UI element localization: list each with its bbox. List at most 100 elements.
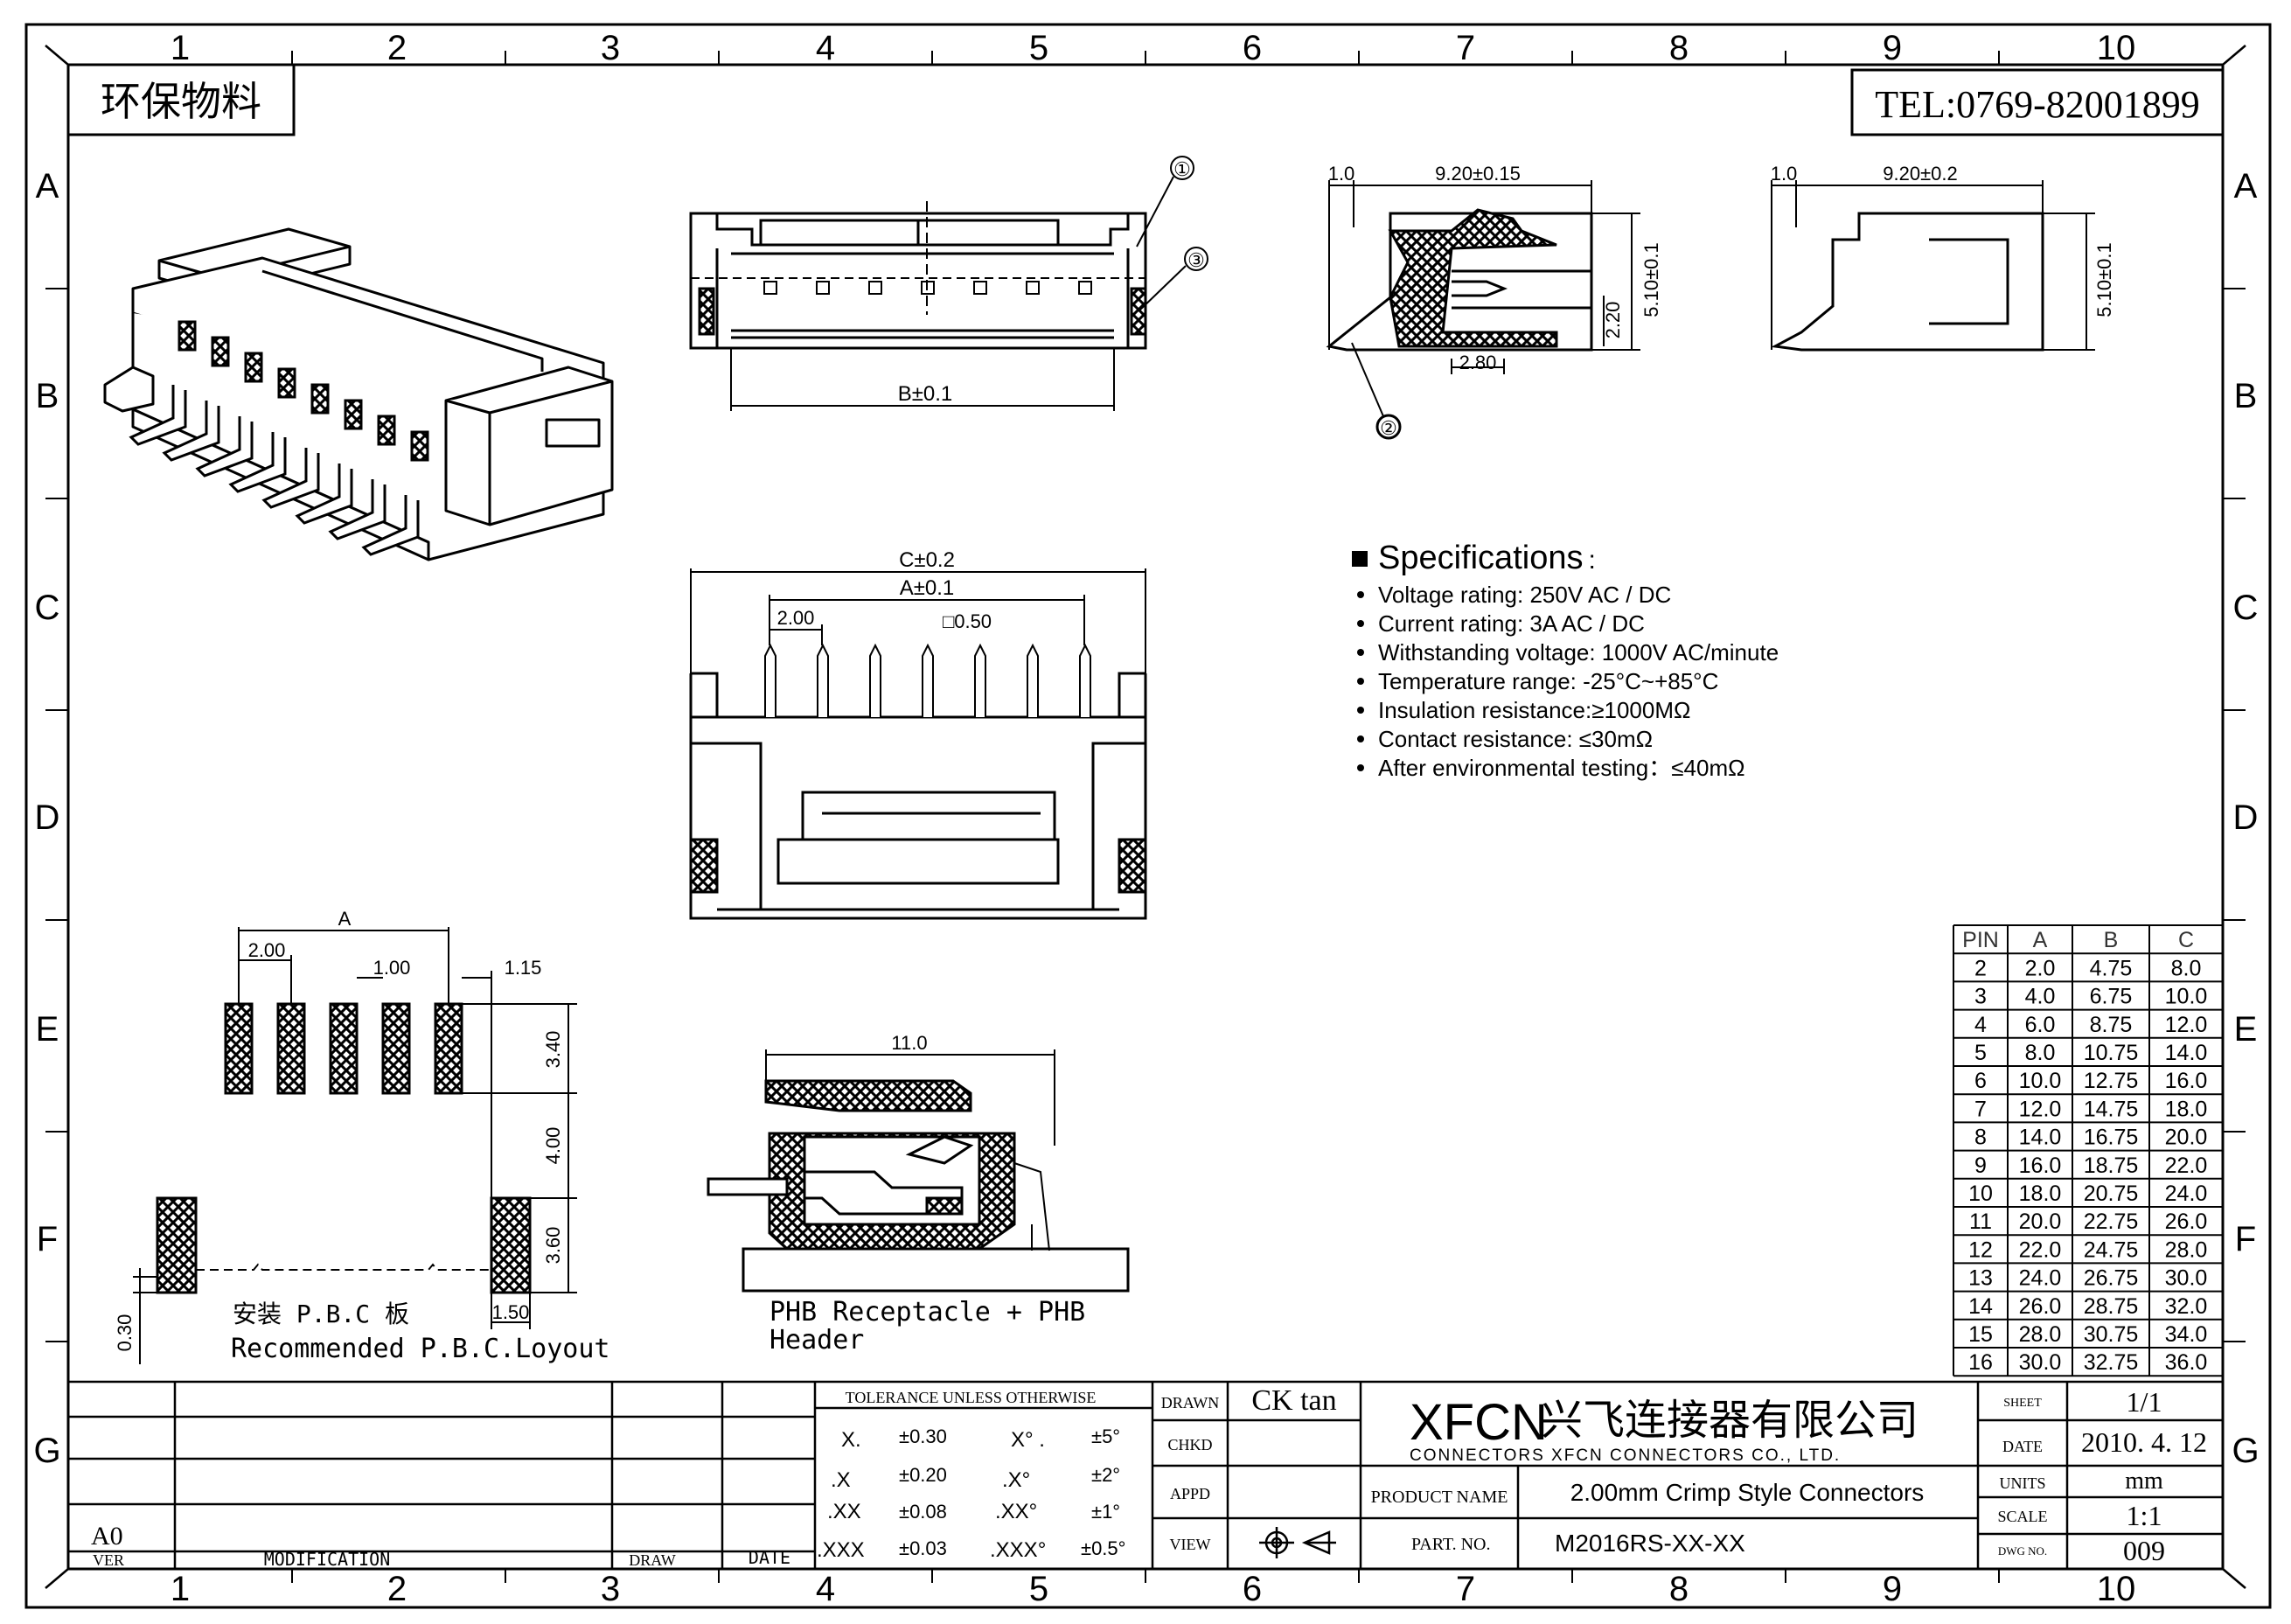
- row-ticks: [45, 288, 2246, 1342]
- col-label: 2: [387, 29, 407, 67]
- pin-table-cell: 12.0: [2165, 1013, 2208, 1037]
- dim-side2-h: 5.10±0.1: [2093, 242, 2115, 317]
- pin-table-cell: 34.0: [2165, 1322, 2208, 1347]
- pin-table-cell: 18.75: [2084, 1154, 2139, 1178]
- pin-table-cell: 6.75: [2090, 985, 2133, 1009]
- spec-item: Temperature range: -25°C~+85°C: [1378, 668, 1718, 694]
- dim-side1-w: 9.20±0.15: [1435, 163, 1521, 185]
- row-label: D: [2233, 798, 2259, 837]
- pin-table-cell: 22.0: [2019, 1237, 2062, 1262]
- col-label: 5: [1029, 29, 1048, 67]
- date-label: DATE: [2002, 1438, 2043, 1455]
- spec-item: Withstanding voltage: 1000V AC/minute: [1378, 639, 1779, 666]
- tol-cell: .XXX°: [990, 1538, 1046, 1562]
- dim-section-w: 11.0: [891, 1032, 927, 1054]
- col-label: 5: [1029, 1570, 1048, 1608]
- spec-list: Voltage rating: 250V AC / DC Current rat…: [1357, 582, 1779, 781]
- pin-table-cell: 2.0: [2025, 956, 2056, 980]
- dim-front-b: B±0.1: [898, 382, 953, 406]
- side-view-section: [1326, 180, 1640, 440]
- col-label: 9: [1883, 1570, 1902, 1608]
- pin-table-cell: 14.75: [2084, 1097, 2139, 1121]
- eco-stamp: 环保物料: [101, 80, 261, 124]
- pin-table-cell: 26.0: [2165, 1209, 2208, 1234]
- pin-table-cell: 12: [1968, 1237, 1993, 1262]
- tol-cell: .XX: [827, 1500, 861, 1523]
- row-label: B: [36, 377, 59, 415]
- tol-cell: ±0.03: [899, 1537, 947, 1559]
- col-label: 10: [2097, 29, 2136, 67]
- pin-table-cell: 12.0: [2019, 1097, 2062, 1121]
- col-label: 9: [1883, 29, 1902, 67]
- pin-table-cell: 28.75: [2084, 1294, 2139, 1319]
- pin-table-cell: 8.0: [2171, 956, 2202, 980]
- pin-table-cell: 10: [1968, 1181, 1993, 1206]
- section-label-2: Header: [769, 1325, 864, 1356]
- tol-cell: .XXX: [817, 1538, 865, 1562]
- callout-group: [1136, 156, 1208, 312]
- pin-table-cell: 30.0: [2165, 1266, 2208, 1291]
- col-label: 7: [1456, 1570, 1475, 1608]
- col-label: 10: [2097, 1570, 2136, 1608]
- pin-table-cell: 14.0: [2019, 1126, 2062, 1150]
- row-label: D: [35, 798, 60, 837]
- pin-table: [1953, 924, 2224, 1377]
- pin-table-cell: 30.0: [2019, 1350, 2062, 1375]
- pin-table-cell: 26.75: [2084, 1266, 2139, 1291]
- col-label: 2: [387, 1570, 407, 1608]
- tol-cell: X° .: [1011, 1428, 1045, 1452]
- dim-pcb-h1: 3.40: [542, 1031, 564, 1069]
- pin-table-cell: 26.0: [2019, 1294, 2062, 1319]
- view-label: VIEW: [1170, 1536, 1211, 1553]
- col-label: 8: [1669, 29, 1689, 67]
- pin-table-header: C: [2178, 928, 2194, 952]
- title-block: [66, 1380, 2225, 1571]
- col-label: 6: [1243, 1570, 1262, 1608]
- pin-table-cell: 30.75: [2084, 1322, 2139, 1347]
- column-labels-bottom: 1 2 3 4 5 6 7 8 9 10: [171, 1570, 2135, 1608]
- dim-side2-w: 9.20±0.2: [1883, 163, 1957, 185]
- pin-table-header: A: [2033, 928, 2048, 952]
- pin-table-cell: 8.0: [2025, 1041, 2056, 1065]
- tolerance-title: TOLERANCE UNLESS OTHERWISE: [846, 1389, 1097, 1406]
- col-label: 8: [1669, 1570, 1689, 1608]
- pin-table-cell: 6: [1974, 1069, 1987, 1093]
- pcb-layout: [156, 1002, 532, 1294]
- pin-table-cell: 18.0: [2165, 1097, 2208, 1121]
- dim-pcb-tab: 1.50: [492, 1301, 530, 1323]
- pin-table-cell: 18.0: [2019, 1181, 2062, 1206]
- corner-mark-tl: [45, 45, 69, 66]
- company-name-en: CONNECTORS XFCN CONNECTORS CO., LTD.: [1410, 1446, 1841, 1465]
- corner-mark-br: [2222, 1568, 2246, 1589]
- section-label-1: PHB Receptacle + PHB: [769, 1297, 1085, 1328]
- pin-table-cell: 10.0: [2165, 985, 2208, 1009]
- pin-table-cell: 8.75: [2090, 1013, 2133, 1037]
- drawn-label: DRAWN: [1161, 1394, 1220, 1411]
- company-logo: XFCN: [1410, 1394, 1548, 1451]
- callout-2: ②: [1380, 417, 1397, 439]
- pin-table-cell: 14.0: [2165, 1041, 2208, 1065]
- scale-label: SCALE: [1997, 1508, 2047, 1525]
- pin-table-cell: 6.0: [2025, 1013, 2056, 1037]
- pin-table-cell: 5: [1974, 1041, 1987, 1065]
- product-name-label: PRODUCT NAME: [1371, 1488, 1508, 1507]
- pin-table-cell: 14: [1968, 1294, 1993, 1319]
- row-label: C: [2233, 589, 2259, 627]
- date-value: 2010. 4. 12: [2081, 1426, 2207, 1458]
- tol-cell: .X°: [1002, 1468, 1030, 1492]
- pin-table-cell: 13: [1968, 1266, 1993, 1291]
- dim-pcb-h3: 3.60: [542, 1227, 564, 1265]
- dim-side1-t: 1.0: [1328, 163, 1355, 185]
- row-label: A: [2234, 167, 2258, 206]
- pin-table-cell: 16.0: [2019, 1154, 2062, 1178]
- draw-label: DRAW: [629, 1551, 676, 1569]
- pin-table-cell: 20.0: [2019, 1209, 2062, 1234]
- row-label: C: [35, 589, 60, 627]
- pcb-label-en: Recommended P.B.C.Loyout: [231, 1334, 609, 1364]
- row-label: F: [37, 1220, 58, 1258]
- units-label: UNITS: [2000, 1474, 2046, 1492]
- pin-table-cell: 28.0: [2019, 1322, 2062, 1347]
- pin-table-cell: 11: [1969, 1209, 1992, 1234]
